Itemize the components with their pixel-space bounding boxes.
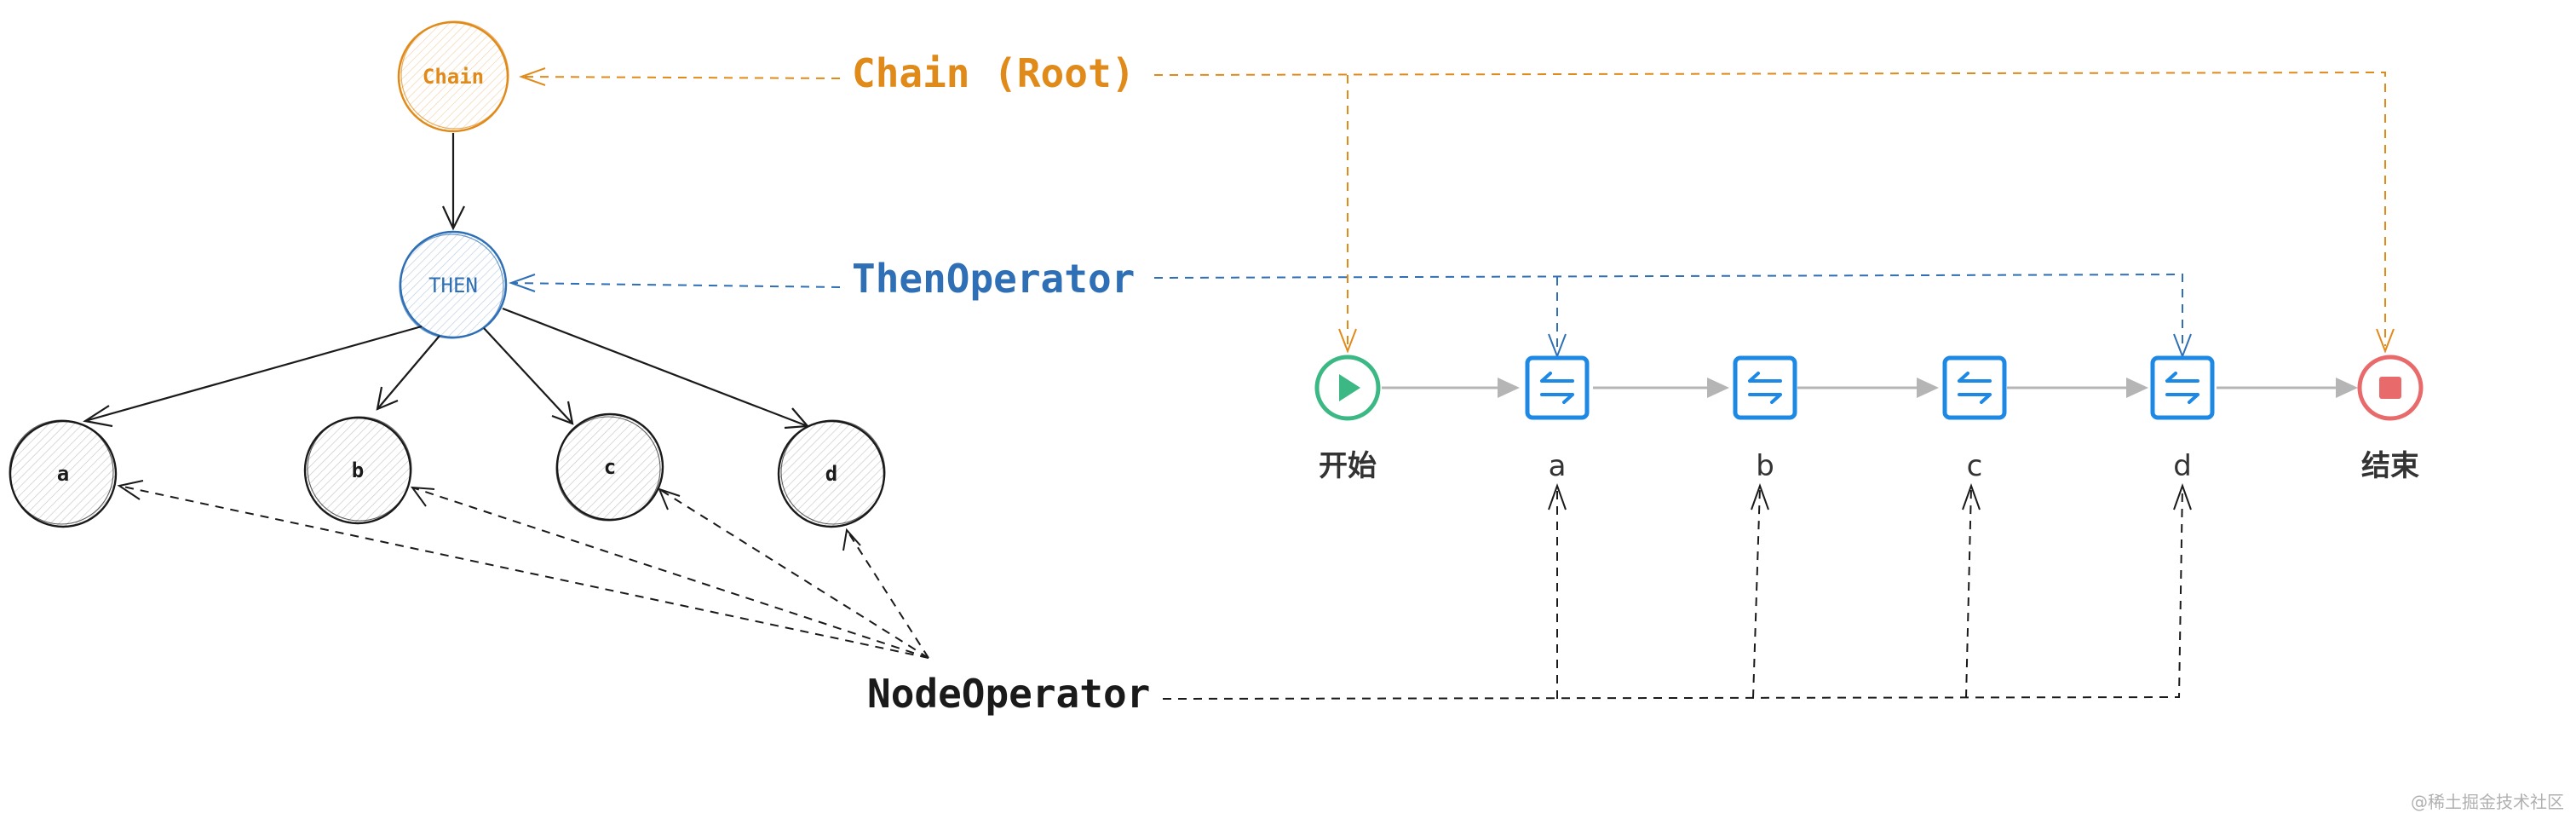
edge-chain-then <box>442 133 465 231</box>
tree-node-c-label: c <box>604 455 616 479</box>
tree-node-b-label: b <box>352 459 364 482</box>
flow-connector-arrowheads <box>1498 378 2358 398</box>
flow-end-node <box>2357 355 2424 421</box>
chain-root-pointers <box>520 71 2386 346</box>
tree-node-d: d <box>777 419 886 528</box>
flow-start-node <box>1314 355 1381 421</box>
swap-icon <box>1540 372 1574 404</box>
edge-then-b <box>376 335 440 411</box>
tree-node-b: b <box>303 416 412 525</box>
edge-then-c <box>483 327 574 425</box>
swap-icon <box>1958 372 1992 404</box>
flow-start-label: 开始 <box>1319 449 1377 483</box>
then-node: THEN <box>399 230 508 339</box>
chain-root-caption: Chain (Root) <box>852 50 1135 96</box>
flow-step-d <box>2150 355 2215 420</box>
swap-icon <box>2165 372 2199 404</box>
node-operator-tree-arrowheads <box>117 480 861 551</box>
edge-then-d <box>502 307 810 430</box>
flow-step-b-label: b <box>1756 449 1774 483</box>
flow-step-d-label: d <box>2173 449 2192 483</box>
flow-step-c-label: c <box>1967 449 1983 483</box>
flow-step-b <box>1733 355 1797 420</box>
tree-node-c: c <box>555 412 664 522</box>
play-icon <box>1339 374 1360 401</box>
node-operator-caption: NodeOperator <box>867 671 1150 717</box>
then-operator-caption: ThenOperator <box>852 256 1135 302</box>
chain-root-arrowheads <box>519 67 2395 354</box>
tree-node-a: a <box>9 419 118 528</box>
chain-root-node: Chain <box>397 20 509 133</box>
node-operator-flow-arrowheads <box>1548 483 2192 510</box>
then-node-label: THEN <box>428 274 478 297</box>
edge-then-a <box>83 325 423 428</box>
flow-step-c <box>1942 355 2007 420</box>
node-operator-tree-pointers <box>118 485 929 659</box>
flow-step-a-label: a <box>1549 449 1567 483</box>
stop-icon <box>2379 377 2401 399</box>
flow-step-a <box>1525 355 1590 420</box>
watermark: @稀土掘金技术社区 <box>2411 792 2564 812</box>
flow-end-label: 结束 <box>2361 449 2419 483</box>
tree-node-a-label: a <box>57 462 69 486</box>
chain-root-label: Chain <box>423 65 484 89</box>
then-operator-pointers <box>510 273 2183 348</box>
node-operator-flow-pointers <box>1162 485 2183 700</box>
swap-icon <box>1748 372 1782 404</box>
tree-node-d-label: d <box>825 462 837 486</box>
